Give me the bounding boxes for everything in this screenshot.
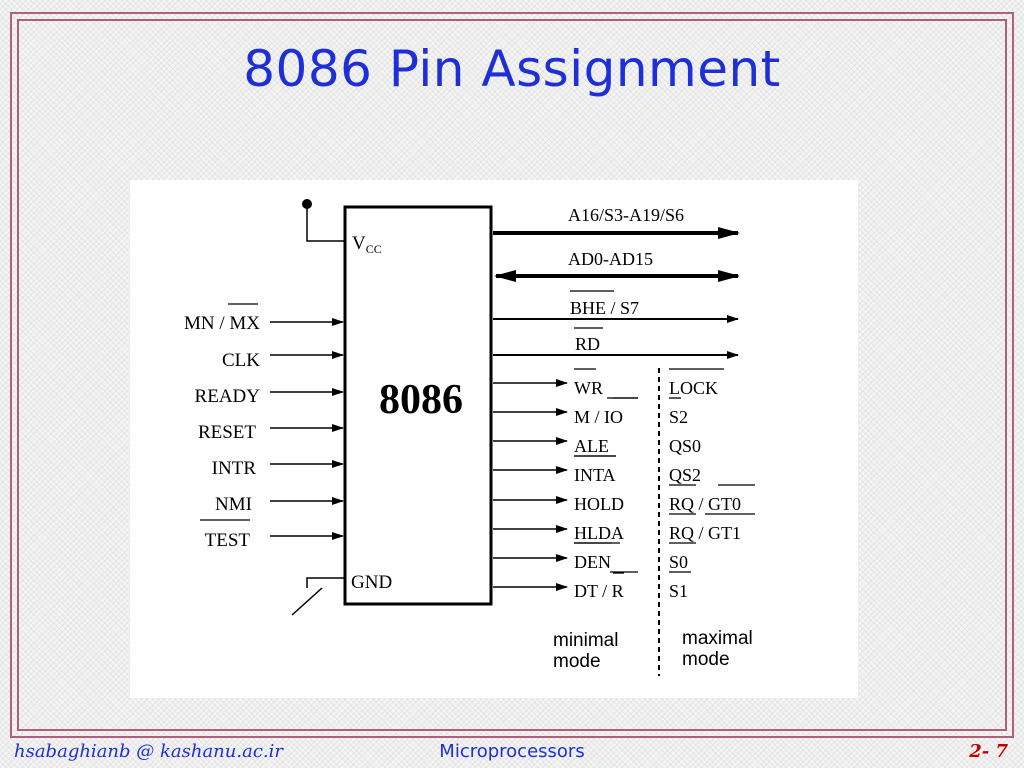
minimal-pin: M / IO xyxy=(493,407,623,427)
slide-title: 8086 Pin Assignment xyxy=(243,40,781,98)
bus-label: RD xyxy=(575,334,600,354)
chip-name: 8086 xyxy=(379,377,463,423)
minimal-label: WR xyxy=(574,378,603,398)
maximal-label: S2 xyxy=(669,407,688,427)
input-label: NMI xyxy=(215,494,252,515)
maximal-label: QS2 xyxy=(669,465,701,485)
minimal-pin: HOLD xyxy=(493,494,624,514)
maximal-label: S0 xyxy=(669,552,688,572)
chip-body xyxy=(343,205,493,606)
input-pin: READY xyxy=(195,386,344,407)
bus-label: AD0-AD15 xyxy=(568,249,653,269)
bus-outputs: A16/S3-A19/S6 AD0-AD15 BHE / S7 RD xyxy=(493,205,740,359)
minimal-pins: WR M / IO ALE INTA HOLD HLDA xyxy=(493,368,638,601)
maximal-label: RQ / GT1 xyxy=(669,523,741,543)
gnd-wire xyxy=(306,577,345,588)
vcc-main: V xyxy=(352,233,366,254)
maximal-label: QS0 xyxy=(669,436,701,456)
input-label: READY xyxy=(195,386,261,407)
input-pin: MN / MX xyxy=(184,313,344,334)
pin-diagram: 8086 VCC GND MN / MX CLK READY RESET xyxy=(130,180,858,698)
vcc-wire xyxy=(306,204,345,242)
maximal-label: RQ / GT0 xyxy=(669,494,741,514)
minimal-label: ALE xyxy=(574,436,609,456)
maximal-label: LOCK xyxy=(669,378,718,398)
pin-diagram-svg: 8086 VCC GND MN / MX CLK READY RESET xyxy=(184,199,758,676)
minimal-pin: ALE xyxy=(493,436,609,456)
input-pin: INTR xyxy=(212,458,344,479)
maximal-mode-line1: maximal xyxy=(682,628,753,649)
input-label: CLK xyxy=(222,350,260,371)
maximal-mode-line2: mode xyxy=(682,649,730,670)
gnd-slash xyxy=(291,587,323,616)
input-label: INTR xyxy=(212,458,257,479)
bus-label: BHE / S7 xyxy=(570,298,639,318)
minimal-label: INTA xyxy=(574,465,616,485)
input-label: MN / MX xyxy=(184,313,260,334)
maximal-pins: LOCK S2 QS0 QS2 RQ / GT0 RQ / GT1 S0 S1 xyxy=(669,368,755,601)
minimal-pin: DT / R xyxy=(493,581,624,601)
minimal-pin: INTA xyxy=(493,465,616,485)
input-label: RESET xyxy=(198,422,256,443)
input-pin: NMI xyxy=(215,494,344,515)
minimal-pin: DEN xyxy=(493,552,611,572)
minimal-label: HOLD xyxy=(574,494,624,514)
minimal-pin: WR xyxy=(493,378,603,398)
input-pin: TEST xyxy=(205,530,344,551)
slide-frame-inner xyxy=(17,19,1007,731)
minimal-label: HLDA xyxy=(574,523,624,543)
slide-frame-outer xyxy=(10,12,1014,738)
input-label: TEST xyxy=(205,530,251,551)
minimal-mode-line2: mode xyxy=(553,651,601,672)
input-pin: RESET xyxy=(198,422,344,443)
maximal-mode-label: maximal mode xyxy=(682,628,758,670)
footer-page-number: 2- 7 xyxy=(969,741,1008,762)
minimal-label: DT / R xyxy=(574,581,624,601)
vcc-label: VCC xyxy=(352,233,382,256)
input-pin: CLK xyxy=(222,350,344,371)
minimal-mode-line1: minimal xyxy=(553,630,618,651)
minimal-label: M / IO xyxy=(574,407,623,427)
footer-author: hsabaghianb @ kashanu.ac.ir xyxy=(14,741,283,762)
gnd-label: GND xyxy=(351,572,392,593)
bus-label: A16/S3-A19/S6 xyxy=(568,205,684,225)
maximal-label: S1 xyxy=(669,581,688,601)
minimal-mode-label: minimal mode xyxy=(553,630,624,672)
vcc-sub: CC xyxy=(366,242,382,256)
footer-course: Microprocessors xyxy=(439,741,585,762)
minimal-pin: HLDA xyxy=(493,523,624,543)
input-pins: MN / MX CLK READY RESET INTR NMI xyxy=(184,303,344,551)
minimal-label: DEN xyxy=(574,552,611,572)
